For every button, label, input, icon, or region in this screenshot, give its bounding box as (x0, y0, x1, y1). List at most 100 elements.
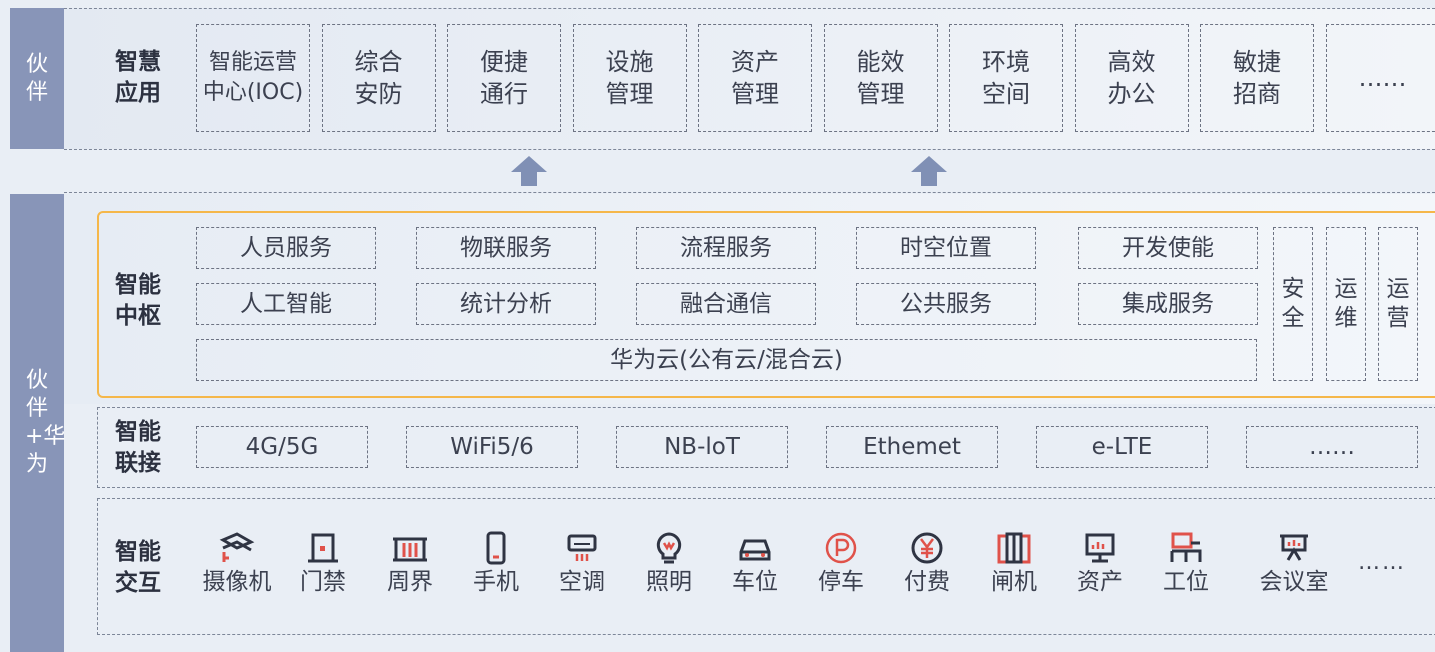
connect-box: …… (1246, 426, 1418, 468)
hub-service-box-label: 时空位置 (900, 235, 992, 261)
hub-service-box-label: 人员服务 (240, 235, 332, 261)
device-label: 门禁 (300, 569, 346, 595)
connect-box: 4G/5G (196, 426, 368, 468)
hub-panel (97, 211, 1435, 398)
hub-vertical-box-label: 运营 (1386, 276, 1410, 331)
app-box-label: …… (1358, 64, 1407, 92)
interact-panel (97, 498, 1435, 635)
hub-service-box-label: 公共服务 (900, 291, 992, 317)
yuan-icon (887, 528, 967, 568)
divider (64, 8, 1435, 9)
app-box-label: 高效办公 (1107, 48, 1156, 108)
app-box: 高效办公 (1074, 24, 1189, 132)
connect-box: e-LTE (1036, 426, 1208, 468)
device-bulb: 照明 (629, 528, 709, 596)
app-box: 资产管理 (698, 24, 812, 132)
device-label: 付费 (904, 569, 950, 595)
car-icon (715, 528, 795, 568)
connect-box-label: 4G/5G (245, 434, 319, 460)
app-box-label: 设施管理 (605, 48, 654, 108)
more-devices: …… (1358, 550, 1406, 575)
app-box-label: 环境空间 (982, 48, 1030, 108)
device-air-conditioner: 空调 (542, 528, 622, 596)
device-label: 闸机 (991, 569, 1037, 595)
connect-box-label: …… (1309, 434, 1355, 460)
app-box-label: 智能运营中心(IOC) (202, 50, 304, 105)
connect-box: NB-loT (616, 426, 788, 468)
device-camera: 摄像机 (197, 528, 277, 596)
hub-vertical-box: 安全 (1273, 227, 1313, 381)
connect-box-label: WiFi5/6 (450, 434, 534, 460)
app-box: 便捷通行 (447, 24, 561, 132)
device-label: 空调 (559, 569, 605, 595)
hub-service-box-label: 统计分析 (460, 291, 552, 317)
parking-icon (801, 528, 881, 568)
apps-caption: 智慧应用 (115, 49, 161, 106)
hub-service-box-label: 人工智能 (240, 291, 332, 317)
device-fence: 周界 (370, 528, 450, 596)
device-label: 手机 (473, 569, 519, 595)
device-meeting-room: 会议室 (1254, 528, 1334, 596)
device-label: 摄像机 (202, 569, 272, 595)
device-parking: 停车 (801, 528, 881, 596)
hub-service-box: 融合通信 (636, 283, 816, 325)
hub-vertical-box-label: 安全 (1281, 276, 1305, 331)
app-box: 智能运营中心(IOC) (196, 24, 310, 132)
connect-caption: 智能联接 (115, 419, 161, 476)
app-box: 能效管理 (823, 24, 938, 132)
monitor-icon (1060, 528, 1140, 568)
device-phone: 手机 (456, 528, 536, 596)
hub-service-box: 时空位置 (856, 227, 1036, 269)
bulb-icon (629, 528, 709, 568)
camera-icon (197, 528, 277, 568)
device-label: 资产 (1077, 569, 1123, 595)
app-box-label: 资产管理 (731, 48, 779, 108)
divider (64, 192, 1435, 193)
connect-box-label: e-LTE (1091, 434, 1153, 460)
app-box: 敏捷招商 (1200, 24, 1314, 132)
hub-vertical-box: 运营 (1378, 227, 1418, 381)
app-box-label: 敏捷招商 (1233, 48, 1281, 108)
divider (64, 149, 1435, 150)
app-box-label: 便捷通行 (480, 48, 528, 108)
meeting-room-icon (1254, 528, 1334, 568)
hub-caption: 智能中枢 (115, 272, 161, 329)
device-door: 门禁 (283, 528, 363, 596)
app-box: 设施管理 (572, 24, 687, 132)
device-yuan: 付费 (887, 528, 967, 596)
hub-service-box: 物联服务 (416, 227, 596, 269)
hub-service-box: 公共服务 (856, 283, 1036, 325)
connect-box: WiFi5/6 (406, 426, 578, 468)
hub-band (64, 194, 1435, 404)
cloud-box: 华为云(公有云/混合云) (196, 339, 1257, 381)
hub-service-box: 集成服务 (1078, 283, 1258, 325)
hub-service-box-label: 开发使能 (1122, 235, 1214, 261)
device-label: 停车 (818, 569, 864, 595)
hub-vertical-box-label: 运维 (1334, 276, 1358, 331)
hub-service-box-label: 融合通信 (680, 291, 772, 317)
device-car: 车位 (715, 528, 795, 596)
fence-icon (370, 528, 450, 568)
hub-service-box: 人员服务 (196, 227, 376, 269)
hub-service-box: 开发使能 (1078, 227, 1258, 269)
door-icon (283, 528, 363, 568)
device-workstation: 工位 (1146, 528, 1226, 596)
connect-box-label: NB-loT (664, 434, 740, 460)
hub-service-box: 人工智能 (196, 283, 376, 325)
device-label: 照明 (646, 569, 692, 595)
side-label-partner-huawei: 伙伴+华为 (10, 194, 65, 652)
apps-band (64, 8, 1435, 149)
app-box-label: 综合安防 (354, 48, 403, 108)
app-box: …… (1325, 24, 1435, 132)
connect-box: Ethemet (826, 426, 998, 468)
hub-service-box: 统计分析 (416, 283, 596, 325)
device-label: 会议室 (1259, 569, 1329, 595)
hub-vertical-box: 运维 (1326, 227, 1366, 381)
gate-icon (974, 528, 1054, 568)
app-box: 综合安防 (321, 24, 436, 132)
side-label-partner: 伙伴 (10, 8, 64, 149)
device-monitor: 资产 (1060, 528, 1140, 596)
app-box-label: 能效管理 (856, 48, 905, 108)
air-conditioner-icon (542, 528, 622, 568)
hub-service-box-label: 集成服务 (1122, 291, 1214, 317)
